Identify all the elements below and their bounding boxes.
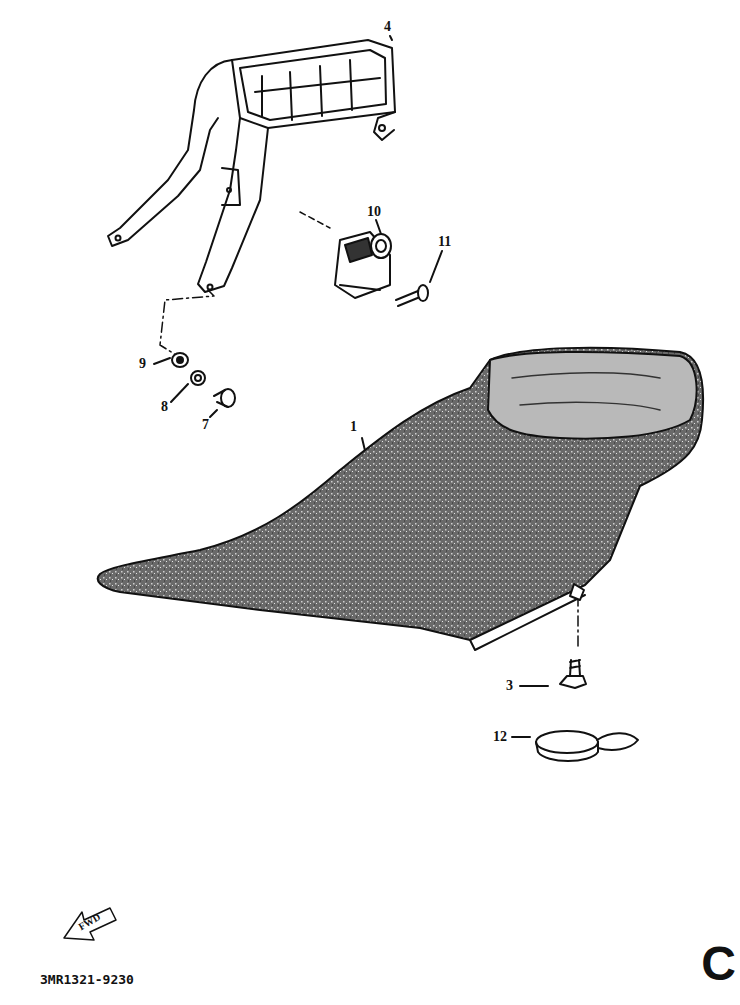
callout-number: 10 — [367, 205, 381, 219]
callout-number: 4 — [384, 20, 391, 34]
callout-number: 12 — [493, 730, 507, 744]
callout-number: 9 — [139, 357, 146, 371]
callout-number: 8 — [161, 400, 168, 414]
callout-number: 3 — [506, 679, 513, 693]
callout-number: 1 — [350, 420, 357, 434]
callout-number: 7 — [202, 418, 209, 432]
part-code: 3MR1321-9230 — [40, 973, 134, 986]
callout-number: C — [701, 940, 736, 988]
callout-number: 11 — [438, 235, 451, 249]
